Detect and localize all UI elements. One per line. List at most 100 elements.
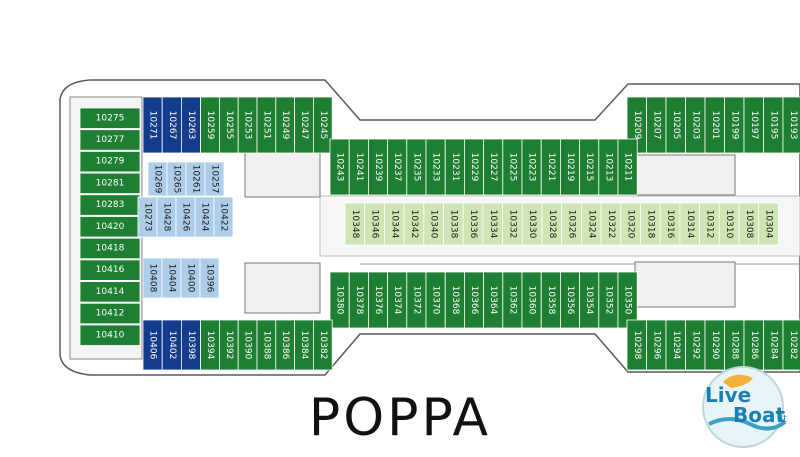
cabin-number: 10398 — [186, 331, 196, 360]
cabin-number: 10414 — [96, 287, 125, 297]
cabin-number: 10257 — [210, 165, 220, 194]
cabin-number: 10366 — [469, 286, 479, 315]
cabin-upper_corridor-15 — [617, 138, 638, 196]
cabin-number: 10406 — [148, 331, 158, 360]
cabin-number: 10290 — [710, 331, 720, 360]
cabin-number: 10281 — [96, 178, 125, 188]
cabin-number: 10332 — [507, 210, 517, 239]
cabin-number: 10396 — [205, 264, 215, 293]
cabin-number: 10294 — [671, 331, 681, 360]
cabin-number: 10394 — [205, 331, 215, 360]
cabin-number: 10390 — [243, 331, 253, 360]
cabin-center_light-21 — [758, 202, 779, 246]
cabin-blue_block_bottom-3 — [199, 257, 220, 299]
cabin-number: 10324 — [586, 210, 596, 239]
cabin-number: 10245 — [318, 111, 328, 140]
logo-wave — [708, 417, 787, 431]
cabin-number: 10428 — [162, 203, 172, 232]
cabin-number: 10271 — [148, 111, 158, 140]
cabin-number: 10372 — [411, 286, 421, 315]
cabin-number: 10334 — [488, 210, 498, 239]
cabin-number: 10308 — [744, 210, 754, 239]
cabin-number: 10376 — [373, 286, 383, 315]
cabin-number: 10304 — [764, 210, 774, 239]
cabin-number: 10215 — [584, 153, 594, 182]
cabin-left_column-0 — [79, 107, 141, 129]
cabin-number: 10267 — [167, 111, 177, 140]
cabin-number: 10255 — [224, 111, 234, 140]
cabin-number: 10370 — [431, 286, 441, 315]
cabin-top_outer_green_left-6 — [312, 96, 333, 154]
cabin-number: 10384 — [299, 331, 309, 360]
cabin-number: 10416 — [96, 265, 125, 275]
cabin-number: 10318 — [645, 210, 655, 239]
cabin-number: 10243 — [335, 153, 345, 182]
cabin-blue_block_top-3 — [204, 161, 225, 197]
cabin-number: 10380 — [335, 286, 345, 315]
livebeat-logo: Live Boat .it — [702, 366, 787, 448]
cabin-number: 10310 — [724, 210, 734, 239]
cabin-number: 10269 — [153, 165, 163, 194]
logo-line-1: Live — [705, 383, 751, 407]
cabin-number: 10322 — [606, 210, 616, 239]
cabin-number: 10404 — [167, 264, 177, 293]
stair-block-bottom — [244, 262, 321, 314]
cabin-number: 10199 — [729, 111, 739, 140]
cabin-number: 10412 — [96, 309, 125, 319]
cabin-number: 10296 — [651, 331, 661, 360]
logo-line-2: Boat — [733, 403, 785, 427]
cabin-number: 10356 — [565, 286, 575, 315]
cabin-top_outer_green_right-8 — [782, 96, 800, 154]
cabin-number: 10386 — [280, 331, 290, 360]
cabin-number: 10263 — [186, 111, 196, 140]
cabin-number: 10352 — [603, 286, 613, 315]
cabin-number: 10219 — [565, 153, 575, 182]
cabin-left_column-9 — [79, 302, 141, 325]
cabin-number: 10265 — [172, 165, 182, 194]
cabin-number: 10298 — [632, 331, 642, 360]
cabin-number: 10392 — [224, 331, 234, 360]
cabin-number: 10203 — [690, 111, 700, 140]
cabin-number: 10368 — [450, 286, 460, 315]
cabin-number: 10326 — [567, 210, 577, 239]
cabin-number: 10402 — [167, 331, 177, 360]
cabin-number: 10253 — [243, 111, 253, 140]
cabin-number: 10237 — [392, 153, 402, 182]
cabin-number: 10378 — [354, 286, 364, 315]
cabin-number: 10233 — [431, 153, 441, 182]
cabin-left_column-2 — [79, 150, 141, 173]
cabin-number: 10420 — [96, 222, 125, 232]
cabin-number: 10382 — [318, 331, 328, 360]
cabin-bottom_outer_green_right-8 — [782, 319, 800, 371]
cabin-number: 10312 — [704, 210, 714, 239]
cabin-number: 10328 — [547, 210, 557, 239]
cabin-number: 10410 — [96, 330, 125, 340]
cabin-number: 10316 — [665, 210, 675, 239]
cabin-number: 10364 — [488, 286, 498, 315]
cabin-number: 10358 — [546, 286, 556, 315]
cabin-number: 10288 — [729, 331, 739, 360]
stair-block-right-top — [634, 154, 736, 196]
cabin-number: 10239 — [373, 153, 383, 182]
cabin-number: 10340 — [429, 210, 439, 239]
cabin-number: 10211 — [623, 153, 633, 182]
cabin-number: 10241 — [354, 153, 364, 182]
cabin-number: 10205 — [671, 111, 681, 140]
cabin-number: 10320 — [626, 210, 636, 239]
cabin-number: 10346 — [370, 210, 380, 239]
cabin-left_column-7 — [79, 259, 141, 281]
cabins-layer: 1027510277102791028110283104201041810416… — [79, 96, 800, 371]
cabin-number: 10259 — [205, 111, 215, 140]
cabin-number: 10197 — [749, 111, 759, 140]
cabin-number: 10247 — [299, 111, 309, 140]
cabin-number: 10350 — [623, 286, 633, 315]
cabin-number: 10221 — [546, 153, 556, 182]
cabin-number: 10360 — [527, 286, 537, 315]
cabin-number: 10223 — [527, 153, 537, 182]
stair-block-right-bottom — [634, 261, 736, 308]
cabin-number: 10400 — [186, 264, 196, 293]
cabin-number: 10279 — [96, 157, 125, 167]
cabin-number: 10418 — [96, 243, 125, 253]
cabin-number: 10277 — [96, 135, 125, 145]
cabin-number: 10213 — [603, 153, 613, 182]
